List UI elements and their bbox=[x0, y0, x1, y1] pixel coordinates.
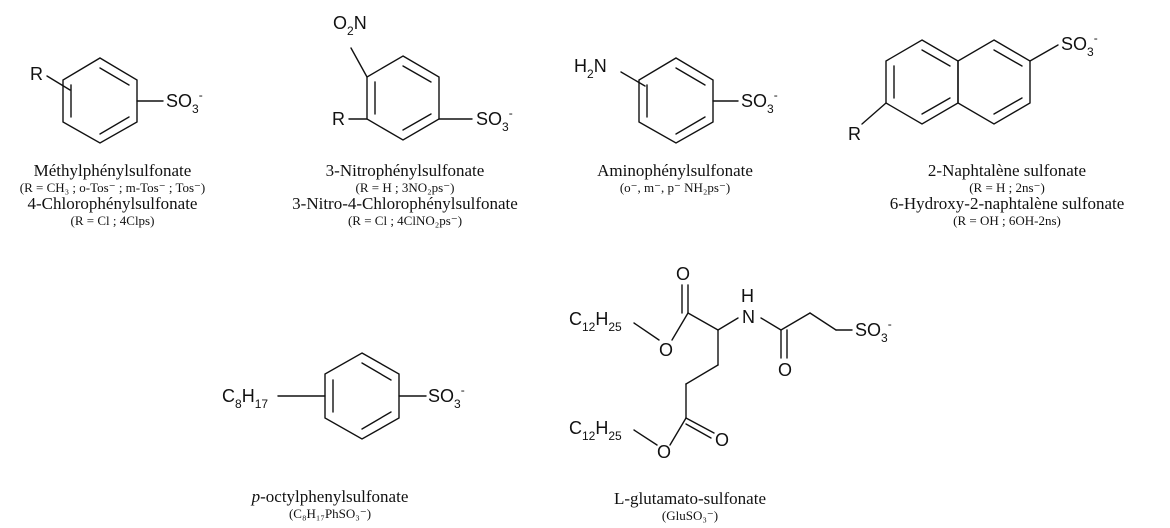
glutamato-structure: O O C12H25 H N O SO3- O O C12H25 bbox=[569, 264, 892, 462]
methylphenyl-name: Méthylphénylsulfonate bbox=[33, 161, 192, 180]
so3-label: SO3- bbox=[1061, 31, 1098, 59]
naphthalene-caption: 2-Naphtalène sulfonate (R = H ; 2ns⁻) 6-… bbox=[882, 161, 1132, 228]
aminophenyl-caption: Aminophénylsulfonate (o⁻, m⁻, p⁻ NH₂ps⁻) bbox=[585, 161, 765, 195]
aminophenyl-detail: (o⁻, m⁻, p⁻ NH₂ps⁻) bbox=[619, 179, 731, 195]
aminophenyl-structure: H2N SO3- bbox=[574, 56, 778, 144]
top-carbonyl-o-label: O bbox=[676, 264, 690, 284]
methylphenyl-structure: R SO3- bbox=[30, 57, 203, 144]
octylphenyl-structure: C8H17 SO3- bbox=[222, 352, 465, 440]
aminophenyl-name: Aminophénylsulfonate bbox=[597, 161, 753, 180]
nitrophenyl-structure: O2N R SO3- bbox=[332, 13, 513, 141]
r-label: R bbox=[332, 109, 345, 129]
so3-label: SO3- bbox=[855, 317, 892, 345]
methylphenyl-detail: (R = CH₃ ; o-Tos⁻ ; m-Tos⁻ ; Tos⁻) bbox=[19, 179, 206, 195]
hydroxynaphthalene-name: 6-Hydroxy-2-naphtalène sulfonate bbox=[889, 193, 1125, 213]
no2-label: O2N bbox=[333, 13, 367, 38]
so3-label: SO3- bbox=[741, 88, 778, 116]
nitrophenyl-detail: (R = H ; 3NO₂ps⁻) bbox=[355, 179, 455, 195]
r-label: R bbox=[30, 64, 43, 84]
glutamato-name: L-glutamato-sulfonate bbox=[613, 489, 766, 508]
amide-n-label: N bbox=[742, 307, 755, 327]
octylphenyl-name: p-octylphenylsulfonate bbox=[251, 487, 409, 506]
nitrophenyl-caption: 3-Nitrophénylsulfonate (R = H ; 3NO₂ps⁻)… bbox=[290, 161, 520, 228]
chlorophenyl-detail: (R = Cl ; 4Clps) bbox=[70, 212, 155, 228]
octylphenyl-detail: (C₈H₁₇PhSO₃⁻) bbox=[288, 505, 372, 521]
glutamato-caption: L-glutamato-sulfonate (GluSO₃⁻) bbox=[580, 489, 800, 523]
bottom-c12h25-label: C12H25 bbox=[569, 418, 622, 443]
glutamato-detail: (GluSO₃⁻) bbox=[661, 507, 719, 523]
bottom-carbonyl-o-label: O bbox=[715, 430, 729, 450]
h2n-label: H2N bbox=[574, 56, 607, 81]
nitro-chlorophenyl-detail: (R = Cl ; 4ClNO₂ps⁻) bbox=[347, 212, 463, 228]
c8h17-label: C8H17 bbox=[222, 386, 268, 411]
so3-label: SO3- bbox=[476, 106, 513, 134]
hydroxynaphthalene-detail: (R = OH ; 6OH-2ns) bbox=[953, 212, 1061, 228]
top-ester-o-label: O bbox=[659, 340, 673, 360]
nitrophenyl-name: 3-Nitrophénylsulfonate bbox=[325, 161, 485, 180]
nitro-chlorophenyl-name: 3-Nitro-4-Chlorophénylsulfonate bbox=[292, 193, 518, 213]
chlorophenyl-name: 4-Chlorophénylsulfonate bbox=[27, 193, 198, 213]
naphthalene-name: 2-Naphtalène sulfonate bbox=[927, 161, 1087, 180]
amide-h-label: H bbox=[741, 286, 754, 306]
so3-label: SO3- bbox=[428, 383, 465, 411]
octylphenyl-caption: p-octylphenylsulfonate (C₈H₁₇PhSO₃⁻) bbox=[230, 487, 430, 521]
r-label: R bbox=[848, 124, 861, 144]
amide-o-label: O bbox=[778, 360, 792, 380]
naphthalene-structure: R SO3- bbox=[848, 31, 1098, 144]
naphthalene-detail: (R = H ; 2ns⁻) bbox=[969, 179, 1045, 195]
methylphenyl-caption: Méthylphénylsulfonate (R = CH₃ ; o-Tos⁻ … bbox=[0, 161, 225, 228]
top-c12h25-label: C12H25 bbox=[569, 309, 622, 334]
bottom-ester-o-label: O bbox=[657, 442, 671, 462]
so3-label: SO3- bbox=[166, 88, 203, 116]
